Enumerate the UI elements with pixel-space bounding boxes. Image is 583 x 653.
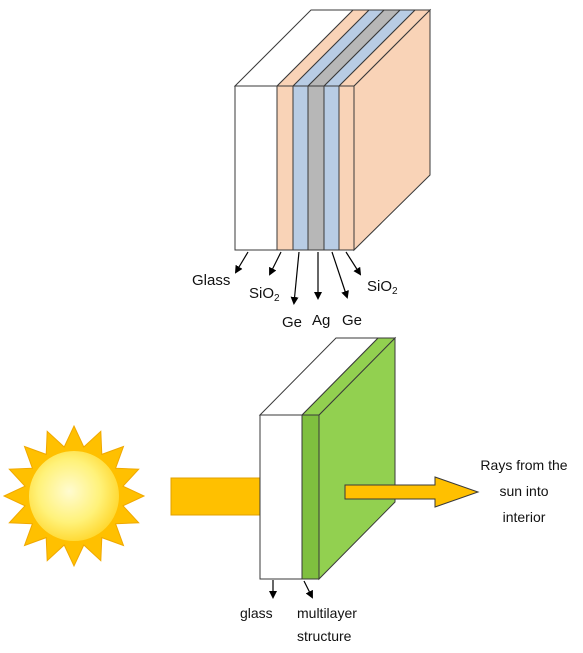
ge-left-front xyxy=(292,85,309,251)
label-rays-line3: interior xyxy=(503,509,546,525)
ge-left-pointer-arrow xyxy=(290,251,300,305)
sun-disc xyxy=(25,447,123,545)
multilayer-label-pointer-arrow xyxy=(303,580,313,599)
sio2-right-pointer-arrow xyxy=(345,251,362,276)
label-sio2-left: SiO2 xyxy=(249,285,280,304)
label-multilayer-line2: structure xyxy=(297,628,352,644)
label-glass: Glass xyxy=(192,272,230,289)
label-multilayer-line1: multilayer xyxy=(297,605,357,621)
glass-pointer-arrow xyxy=(234,251,249,274)
label-rays-line2: sun into xyxy=(499,483,548,499)
glass-pane-front-face xyxy=(259,414,303,580)
ge-right-pointer-arrow xyxy=(331,251,349,299)
sio2-left-front xyxy=(276,85,294,251)
sio2-right-front xyxy=(338,85,355,251)
label-ge-left: Ge xyxy=(282,314,302,331)
sio2-left-pointer-arrow xyxy=(269,251,282,276)
window-assembly: glass multilayer structure Rays from the… xyxy=(2,336,568,644)
label-ge-right: Ge xyxy=(342,312,362,329)
ge-right-front xyxy=(323,85,340,251)
label-sio2-right: SiO2 xyxy=(367,278,398,297)
label-ag: Ag xyxy=(312,312,330,329)
sun-icon xyxy=(2,424,146,568)
incoming-ray-bar xyxy=(170,477,263,516)
glass-front xyxy=(234,85,278,251)
layer-stack: Glass SiO2 Ge Ag Ge SiO2 xyxy=(192,8,432,331)
multilayer-front-face xyxy=(301,414,320,580)
ag-front xyxy=(307,85,325,251)
label-glass-pane: glass xyxy=(240,605,273,621)
label-rays-line1: Rays from the xyxy=(480,457,567,473)
outgoing-ray-arrow xyxy=(344,476,480,508)
